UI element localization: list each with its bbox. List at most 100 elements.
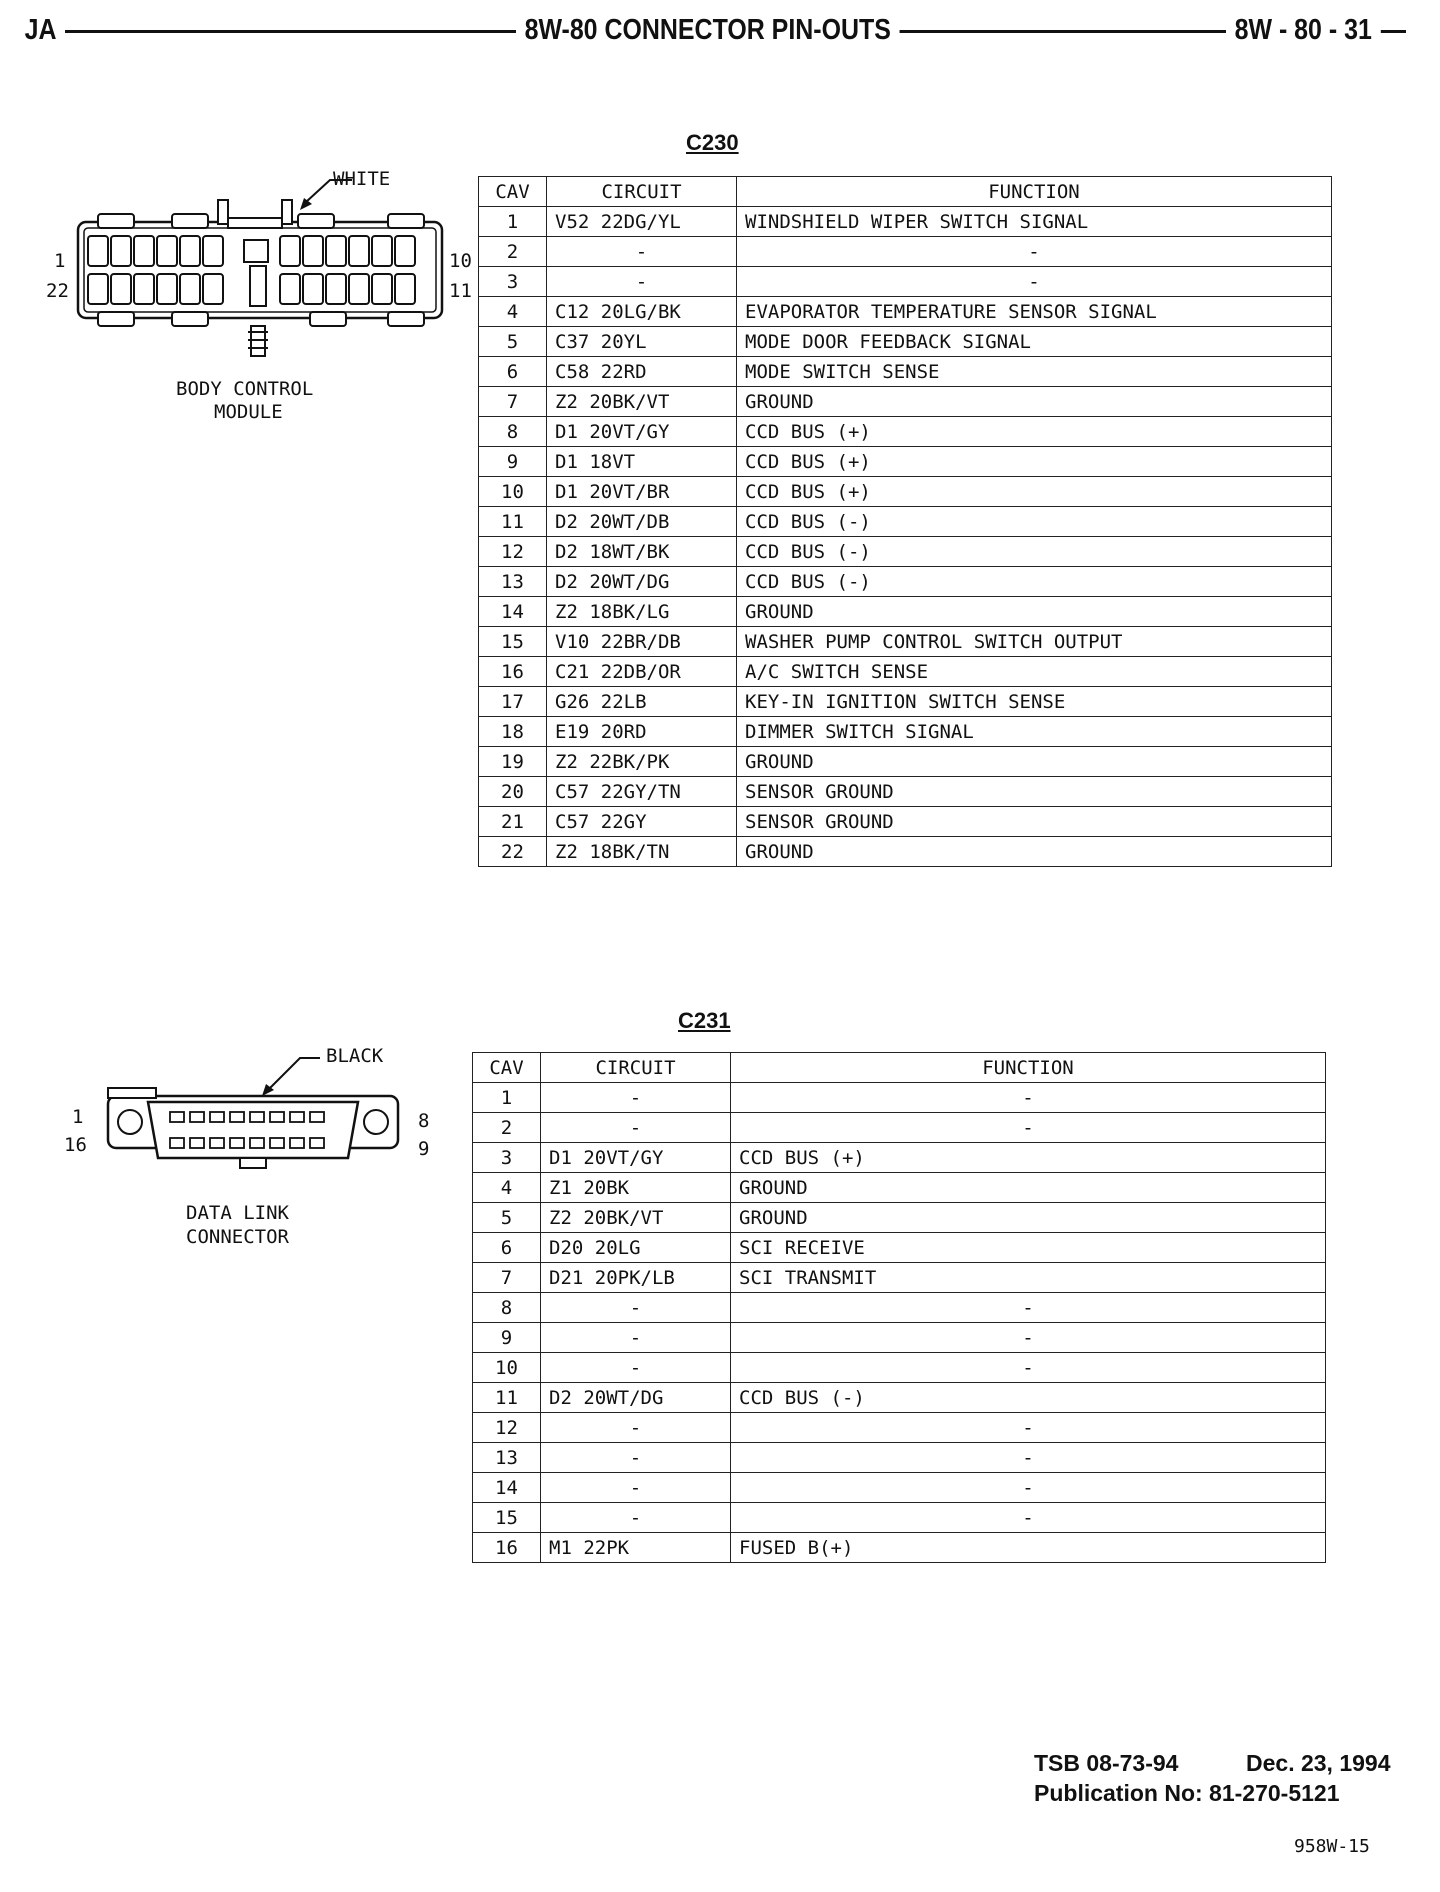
circuit-cell: C21 22DB/OR xyxy=(546,656,737,687)
function-cell: - xyxy=(730,1442,1326,1473)
circuit-cell: - xyxy=(540,1472,731,1503)
c231-color-label: BLACK xyxy=(326,1045,384,1067)
function-cell: GROUND xyxy=(736,386,1332,417)
cav-cell: 22 xyxy=(478,836,547,867)
column-header-circuit: CIRCUIT xyxy=(546,176,737,207)
function-cell: CCD BUS (+) xyxy=(736,476,1332,507)
cav-cell: 5 xyxy=(478,326,547,357)
cav-cell: 13 xyxy=(478,566,547,597)
circuit-cell: Z1 20BK xyxy=(540,1172,731,1203)
c230-color-label: WHITE xyxy=(333,168,391,190)
cav-cell: 4 xyxy=(472,1172,541,1203)
cav-cell: 16 xyxy=(472,1532,541,1563)
function-cell: CCD BUS (+) xyxy=(730,1142,1326,1173)
cav-cell: 10 xyxy=(478,476,547,507)
circuit-cell: C57 22GY xyxy=(546,806,737,837)
function-cell: SCI RECEIVE xyxy=(730,1232,1326,1263)
function-cell: CCD BUS (+) xyxy=(736,446,1332,477)
circuit-cell: Z2 20BK/VT xyxy=(540,1202,731,1233)
page-title: 8W-80 CONNECTOR PIN-OUTS xyxy=(516,14,900,47)
function-cell: - xyxy=(736,266,1332,297)
table-row: 1-- xyxy=(472,1082,1326,1113)
cav-cell: 9 xyxy=(478,446,547,477)
cav-cell: 2 xyxy=(472,1112,541,1143)
function-cell: WINDSHIELD WIPER SWITCH SIGNAL xyxy=(736,206,1332,237)
function-cell: SENSOR GROUND xyxy=(736,806,1332,837)
function-cell: GROUND xyxy=(736,746,1332,777)
cav-cell: 1 xyxy=(478,206,547,237)
page-number: 8W - 80 - 31 xyxy=(1226,14,1381,47)
circuit-cell: - xyxy=(540,1352,731,1383)
header-left-code: JA xyxy=(16,14,66,47)
circuit-cell: D1 20VT/BR xyxy=(546,476,737,507)
cav-cell: 14 xyxy=(478,596,547,627)
c230-caption-line2: MODULE xyxy=(214,401,283,423)
footer-date: Dec. 23, 1994 xyxy=(1246,1750,1391,1776)
table-row: 10-- xyxy=(472,1352,1326,1383)
cav-cell: 11 xyxy=(472,1382,541,1413)
table-header-row: CAV CIRCUIT FUNCTION xyxy=(472,1052,1326,1083)
cav-cell: 3 xyxy=(472,1142,541,1173)
c231-title: C231 xyxy=(678,1008,731,1033)
function-cell: GROUND xyxy=(730,1202,1326,1233)
circuit-cell: D1 20VT/GY xyxy=(540,1142,731,1173)
function-cell: GROUND xyxy=(736,596,1332,627)
table-row: 2-- xyxy=(478,236,1332,267)
footer-tsb: TSB 08-73-94 xyxy=(1034,1750,1179,1776)
c231-pin-label-8: 8 xyxy=(418,1110,430,1132)
circuit-cell: M1 22PK xyxy=(540,1532,731,1563)
circuit-cell: - xyxy=(540,1442,731,1473)
c231-pin-label-1: 1 xyxy=(72,1106,84,1128)
c230-pin-label-22: 22 xyxy=(46,280,69,302)
function-cell: SENSOR GROUND xyxy=(736,776,1332,807)
table-row: 14-- xyxy=(472,1472,1326,1503)
circuit-cell: - xyxy=(540,1112,731,1143)
function-cell: CCD BUS (+) xyxy=(736,416,1332,447)
cav-cell: 6 xyxy=(472,1232,541,1263)
function-cell: CCD BUS (-) xyxy=(736,506,1332,537)
function-cell: - xyxy=(730,1112,1326,1143)
circuit-cell: C58 22RD xyxy=(546,356,737,387)
column-header-cav: CAV xyxy=(472,1052,541,1083)
table-row: 3-- xyxy=(478,266,1332,297)
column-header-function: FUNCTION xyxy=(736,176,1332,207)
cav-cell: 21 xyxy=(478,806,547,837)
function-cell: MODE DOOR FEEDBACK SIGNAL xyxy=(736,326,1332,357)
circuit-cell: E19 20RD xyxy=(546,716,737,747)
function-cell: KEY-IN IGNITION SWITCH SENSE xyxy=(736,686,1332,717)
cav-cell: 12 xyxy=(478,536,547,567)
circuit-cell: - xyxy=(546,266,737,297)
cav-cell: 11 xyxy=(478,506,547,537)
function-cell: CCD BUS (-) xyxy=(736,536,1332,567)
function-cell: - xyxy=(730,1322,1326,1353)
cav-cell: 5 xyxy=(472,1202,541,1233)
function-cell: - xyxy=(730,1472,1326,1503)
circuit-cell: C37 20YL xyxy=(546,326,737,357)
cav-cell: 7 xyxy=(472,1262,541,1293)
cav-cell: 16 xyxy=(478,656,547,687)
cav-cell: 15 xyxy=(478,626,547,657)
footer-publication: Publication No: 81-270-5121 xyxy=(1034,1780,1340,1806)
cav-cell: 9 xyxy=(472,1322,541,1353)
circuit-cell: - xyxy=(540,1322,731,1353)
c231-pin-label-16: 16 xyxy=(64,1134,87,1156)
cav-cell: 12 xyxy=(472,1412,541,1443)
function-cell: - xyxy=(730,1412,1326,1443)
footer-figure-code: 958W-15 xyxy=(1294,1836,1370,1857)
circuit-cell: D2 20WT/DG xyxy=(546,566,737,597)
table-row: 8-- xyxy=(472,1292,1326,1323)
function-cell: FUSED B(+) xyxy=(730,1532,1326,1563)
